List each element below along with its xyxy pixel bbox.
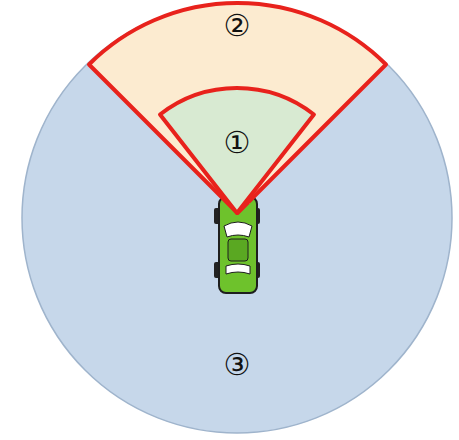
surround-zone-circle: ③ — [21, 2, 453, 434]
zone-number: ③ — [224, 350, 251, 380]
zone-number: ① — [224, 128, 251, 158]
outer-zone-sector: ②① — [89, 3, 386, 213]
zone-number: ② — [224, 11, 251, 41]
inner-zone-sector: ① — [160, 88, 314, 213]
zone-circle — [22, 3, 452, 433]
